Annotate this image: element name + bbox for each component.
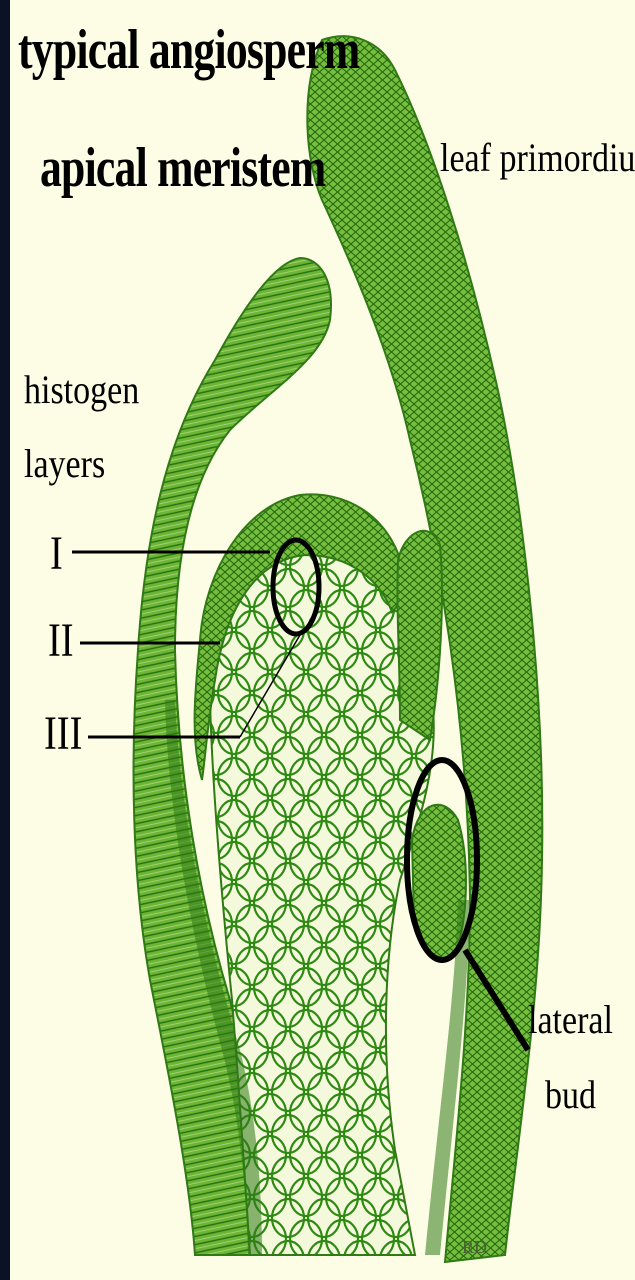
layer-III-label: III [44, 710, 82, 758]
title-line-2: apical meristem [40, 140, 325, 196]
lateral-bud-label-line-1: lateral [528, 1000, 613, 1040]
layer-II-label: II [48, 617, 74, 665]
histogen-label-line-1: histogen [24, 370, 139, 410]
histogen-label-line-2: layers [24, 444, 105, 484]
small-primordium [397, 531, 442, 740]
signature-mark: RD [462, 1238, 487, 1256]
leaf-primordium-label: leaf primordium [440, 138, 635, 178]
lateral-bud-label-line-2: bud [545, 1075, 596, 1115]
layer-I-label: I [50, 530, 63, 578]
title-line-1: typical angiosperm [18, 22, 359, 78]
